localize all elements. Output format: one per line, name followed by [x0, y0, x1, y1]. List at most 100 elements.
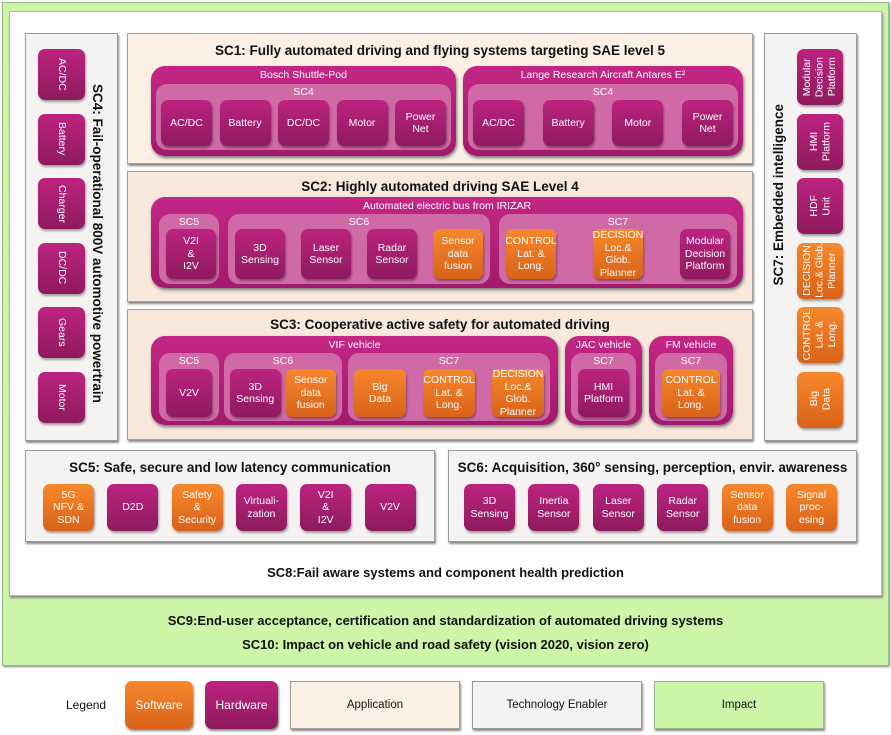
software-block: Sensor data fusion — [721, 484, 773, 531]
hardware-block: HMI Platform — [578, 369, 629, 417]
sc2-title: SC2: Highly automated driving SAE Level … — [301, 179, 579, 194]
block-label: Safety & Security — [178, 488, 217, 526]
group-name: SC5 — [178, 355, 200, 367]
block-label: Power Net — [405, 110, 436, 136]
sc6-title: SC6: Acquisition, 360° sensing, percepti… — [457, 460, 848, 475]
block-label: DECISION Loc.& Glob. Planner — [592, 229, 644, 279]
block-label: DC/DC — [55, 251, 68, 285]
group-name: SC7 — [607, 216, 629, 228]
software-block: CONTROL Lat. & Long. — [662, 369, 720, 417]
group-name: SC7 — [680, 355, 702, 367]
block-label: V2V — [380, 501, 400, 514]
block-label: Big Data — [807, 388, 833, 411]
block-label: 5G NFV & SDN — [53, 488, 84, 526]
hardware-block: Motor — [38, 371, 85, 423]
software-block: Safety & Security — [171, 484, 223, 531]
block-label: DC/DC — [286, 116, 321, 129]
vehicle-name: Bosch Shuttle-Pod — [260, 69, 347, 81]
hardware-block: V2I & I2V — [300, 484, 352, 531]
block-label: AC/DC — [482, 116, 515, 129]
block-label: AC/DC — [55, 58, 68, 91]
block-label: Battery — [551, 116, 585, 129]
block-label: Radar Sensor — [666, 495, 700, 520]
block-label: Signal proc- esing — [796, 488, 827, 526]
block-label: Radar Sensor — [375, 241, 409, 267]
software-block: Big Data — [797, 371, 843, 428]
hardware-block: HDF Unit — [797, 178, 843, 234]
hardware-block: DC/DC — [38, 242, 85, 294]
block-label: Battery — [55, 122, 68, 156]
block-label: Modular Decision Platform — [801, 56, 839, 98]
hardware-block: 3D Sensing — [230, 369, 281, 417]
software-block: CONTROL Lat. & Long. — [423, 369, 475, 417]
block-label: HDF Unit — [807, 195, 833, 217]
software-block: CONTROL Lat. & Long. — [505, 229, 557, 279]
block-label: D2D — [122, 501, 144, 514]
group-name: SC6 — [348, 216, 370, 228]
hardware-block: Battery — [542, 100, 594, 146]
hardware-block: Charger — [38, 178, 85, 229]
hardware-block: 3D Sensing — [235, 229, 285, 279]
block-label: DECISION Loc.& Glob. Planner — [801, 243, 839, 298]
sc4-title: SC4: Fail-operational 800V automotive po… — [90, 84, 105, 403]
hardware-block: Power Net — [682, 100, 733, 146]
hardware-block: D2D — [107, 484, 159, 531]
block-label: Power Net — [692, 110, 723, 136]
block-label: Virtuali- zation — [243, 495, 280, 520]
hardware-block: AC/DC — [473, 100, 524, 146]
hardware-block: Gears — [38, 307, 85, 358]
software-block: DECISION Loc.& Glob. Planner — [593, 229, 643, 279]
hardware-block: 3D Sensing — [464, 484, 515, 531]
hardware-block: V2I & I2V — [166, 229, 216, 279]
software-block: Signal proc- esing — [786, 484, 837, 531]
hardware-block: Radar Sensor — [367, 229, 417, 279]
hardware-block: Inertia Sensor — [528, 484, 580, 531]
block-label: 3D Sensing — [236, 380, 275, 406]
block-label: V2I & I2V — [317, 488, 334, 526]
hardware-block: V2V — [166, 369, 212, 417]
block-label: Battery — [228, 116, 262, 129]
block-label: HMI Platform — [807, 121, 833, 162]
block-label: Gears — [55, 318, 68, 347]
group-name: SC4 — [293, 86, 314, 98]
group-name: SC6 — [272, 355, 294, 367]
hardware-block: Radar Sensor — [657, 484, 709, 531]
sc3-title: SC3: Cooperative active safety for autom… — [270, 317, 610, 332]
block-label: HMI Platform — [583, 380, 624, 406]
block-label: Motor — [348, 116, 376, 129]
block-label: Laser Sensor — [601, 495, 635, 520]
block-label: Motor — [624, 116, 652, 129]
sc9-title: SC9:End-user acceptance, certification a… — [167, 613, 724, 628]
block-label: 3D Sensing — [470, 495, 509, 520]
hardware-block: Motor — [612, 100, 664, 146]
software-block: Sensor data fusion — [285, 369, 336, 417]
block-label: CONTROL Lat. & Long. — [423, 374, 475, 412]
software-block: DECISION Loc.& Glob. Planner — [492, 368, 544, 418]
block-label: Motor — [55, 383, 68, 411]
block-label: Sensor data fusion — [441, 235, 475, 273]
legend-impact: Impact — [654, 681, 824, 729]
sc1-title: SC1: Fully automated driving and flying … — [214, 43, 666, 58]
group-name: SC7 — [438, 355, 460, 367]
hardware-block: V2V — [364, 484, 416, 531]
vehicle-name: JAC vehicle — [575, 339, 632, 351]
block-label: Sensor data fusion — [730, 488, 764, 526]
legend-application: Application — [290, 681, 460, 729]
vehicle-name: FM vehicle — [665, 339, 717, 351]
group-name: SC7 — [593, 355, 614, 367]
sc5-panel: SC5: Safe, secure and low latency commun… — [25, 450, 435, 542]
sc10-title: SC10: Impact on vehicle and road safety … — [242, 637, 649, 652]
